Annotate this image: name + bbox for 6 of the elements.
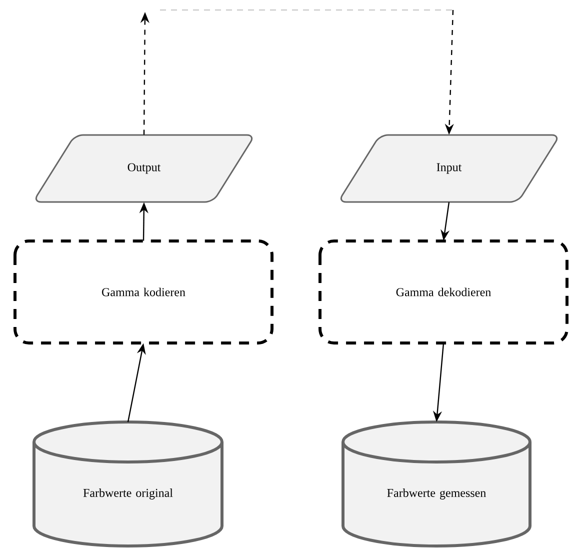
database-cylinder: Farbwerte gemessen — [342, 420, 532, 548]
database-cylinder: Farbwerte original — [32, 420, 224, 548]
data-parallelogram: Output — [35, 134, 253, 203]
process-box: Gamma kodieren — [14, 240, 274, 344]
data-parallelogram: Input — [340, 134, 558, 203]
process-box: Gamma dekodieren — [318, 240, 568, 344]
